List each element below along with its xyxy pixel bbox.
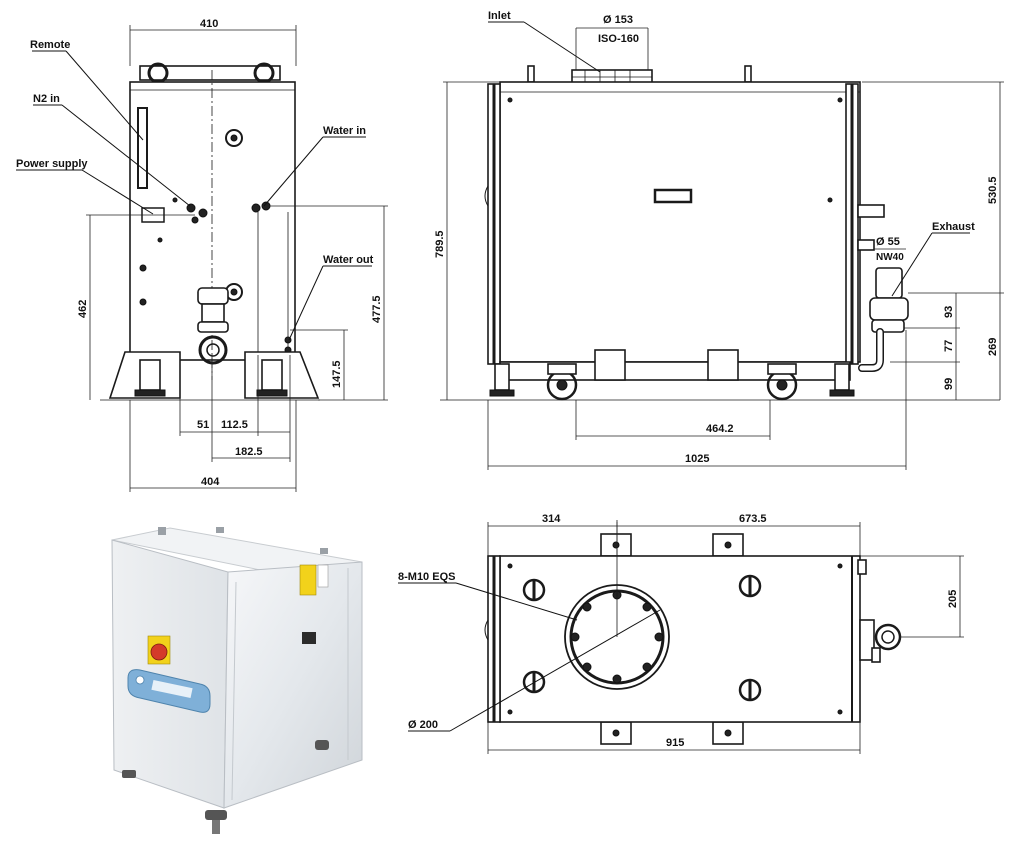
callout-inlet-dia: Ø 153: [603, 14, 633, 26]
side-view: 789.5 530.5 269 93 77 99 464.2 1025 Inle…: [434, 10, 1004, 470]
dim-offset-51: 51: [197, 419, 209, 431]
photo-side-face: [223, 561, 363, 809]
exhaust-valve: [869, 297, 909, 321]
emergency-stop-button: [150, 643, 168, 661]
callout-power-supply: Power supply: [16, 158, 88, 170]
dim-314: 314: [542, 513, 561, 525]
front-lifting-bar: [139, 65, 281, 81]
callout-water-out: Water out: [323, 254, 374, 266]
dim-offset-112: 112.5: [221, 419, 248, 431]
warning-sticker: [299, 564, 317, 596]
dim-exhaust-height: 269: [987, 338, 999, 356]
callout-exhaust-flange: NW40: [876, 252, 904, 263]
callout-exhaust: Exhaust: [932, 221, 975, 233]
dim-93: 93: [943, 306, 955, 318]
dim-99: 99: [943, 378, 955, 390]
dim-205: 205: [947, 590, 959, 608]
dim-673: 673.5: [739, 513, 767, 525]
remote-connector: [137, 107, 148, 189]
side-handle: [653, 188, 693, 204]
dim-77: 77: [943, 340, 955, 352]
callout-bolts: 8-M10 EQS: [398, 571, 455, 583]
dim-wheel-base: 464.2: [706, 423, 734, 435]
callout-inlet-flange: ISO-160: [598, 33, 639, 45]
pump-photo: [111, 527, 363, 834]
dim-top-width: 410: [200, 18, 218, 30]
dim-total-height: 789.5: [434, 230, 446, 258]
top-view: 314 673.5 205 915 8-M10 EQS Ø 200: [398, 513, 964, 754]
dim-offset-182: 182.5: [235, 446, 263, 458]
dim-height-left: 462: [77, 300, 89, 318]
callout-flange-dia: Ø 200: [408, 719, 438, 731]
callout-exhaust-dia: Ø 55: [876, 236, 900, 248]
front-exhaust-elbow: [198, 335, 228, 365]
dim-height-outlet: 147.5: [331, 360, 343, 388]
bolt-holes: [570, 590, 664, 684]
top-cabinet: [499, 555, 861, 723]
front-view: 410 404 462 477.5 147.5 51 112.5 182.5 R…: [16, 18, 388, 492]
callout-n2-in: N2 in: [33, 93, 60, 105]
callout-inlet: Inlet: [488, 10, 511, 22]
top-exhaust-port: [874, 623, 902, 651]
dim-bottom-width: 404: [201, 476, 220, 488]
dim-915: 915: [666, 737, 684, 749]
side-cabinet: [499, 81, 861, 363]
callout-remote: Remote: [30, 39, 70, 51]
callout-water-in: Water in: [323, 125, 366, 137]
dim-top-to-exhaust: 530.5: [987, 176, 999, 204]
dim-total-length: 1025: [685, 453, 709, 465]
dim-height-right: 477.5: [371, 295, 383, 323]
